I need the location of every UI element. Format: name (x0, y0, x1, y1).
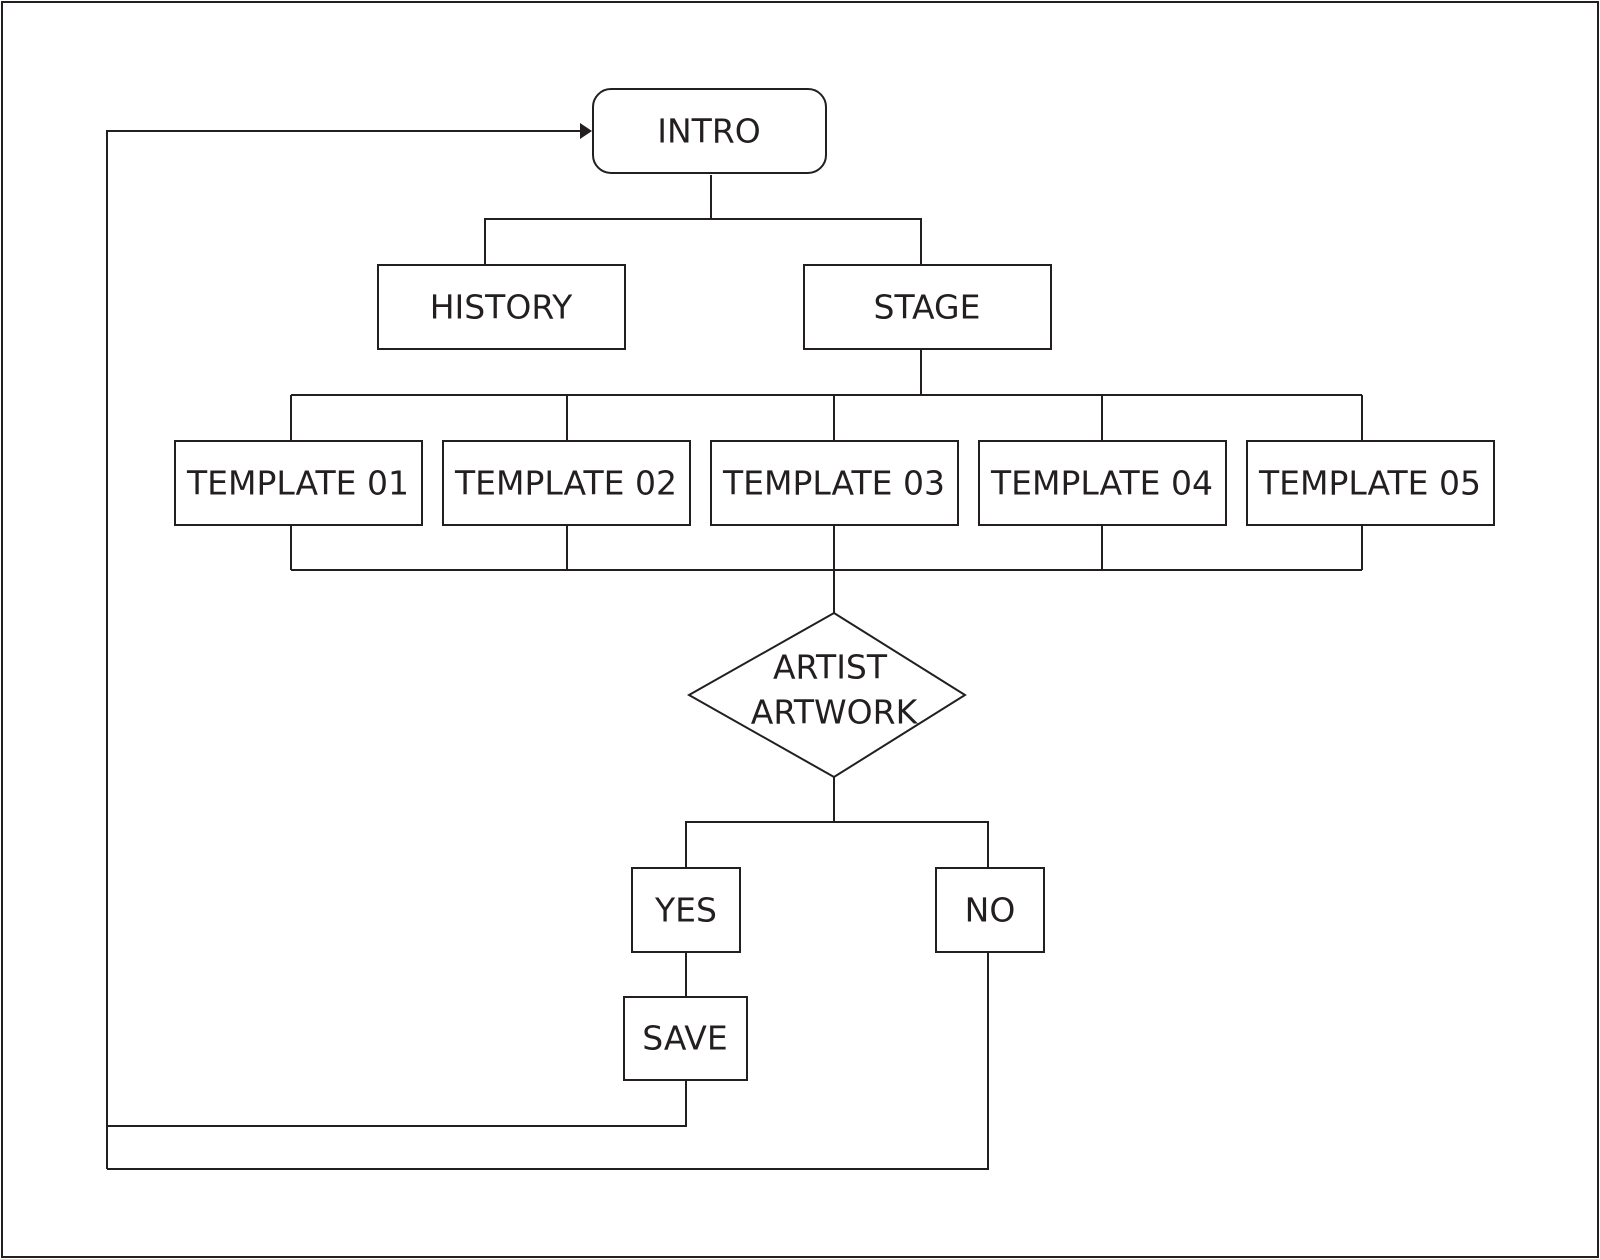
decision-label-line-1: ARTIST (773, 648, 888, 687)
node-template-02: TEMPLATE 02 (442, 440, 691, 526)
template-05-label: TEMPLATE 05 (1258, 464, 1481, 503)
node-no: NO (935, 867, 1045, 953)
template-02-label: TEMPLATE 02 (454, 464, 677, 503)
node-template-03: TEMPLATE 03 (710, 440, 959, 526)
intro-label: INTRO (657, 112, 760, 151)
decision-diamond (686, 611, 967, 779)
connector-save-loop (107, 1080, 687, 1127)
save-box (623, 996, 748, 1081)
template-03-label: TEMPLATE 03 (722, 464, 945, 503)
stage-label: STAGE (874, 288, 981, 327)
node-template-01: TEMPLATE 01 (174, 440, 423, 526)
save-label: SAVE (642, 1019, 727, 1058)
decision-label-line-2: ARTWORK (751, 693, 919, 732)
template-04-label: TEMPLATE 04 (990, 464, 1213, 503)
connector-loop-back-to-intro (106, 130, 580, 1169)
template-03-box (710, 440, 959, 526)
intro-box (592, 88, 827, 174)
template-01-label: TEMPLATE 01 (186, 464, 409, 503)
template-05-box (1246, 440, 1495, 526)
node-save: SAVE (623, 996, 748, 1081)
node-stage: STAGE (803, 264, 1052, 350)
template-01-box (174, 440, 423, 526)
no-label: NO (965, 891, 1016, 930)
template-02-box (442, 440, 691, 526)
history-box (377, 264, 626, 350)
node-decision: ARTIST ARTWORK (686, 611, 967, 779)
yes-box (631, 867, 741, 953)
no-box (935, 867, 1045, 953)
template-04-box (978, 440, 1227, 526)
node-yes: YES (631, 867, 741, 953)
node-template-05: TEMPLATE 05 (1246, 440, 1495, 526)
node-history: HISTORY (377, 264, 626, 350)
history-label: HISTORY (430, 288, 573, 327)
node-template-04: TEMPLATE 04 (978, 440, 1227, 526)
connector-no-loop (107, 952, 989, 1170)
connectors (106, 123, 1363, 1170)
connector-intro-to-history-and-stage (484, 218, 922, 265)
node-intro: INTRO (592, 88, 827, 174)
connector-decision-to-yes-and-no (685, 821, 989, 868)
arrowhead-icon (580, 123, 592, 139)
stage-box (803, 264, 1052, 350)
yes-label: YES (654, 891, 717, 930)
